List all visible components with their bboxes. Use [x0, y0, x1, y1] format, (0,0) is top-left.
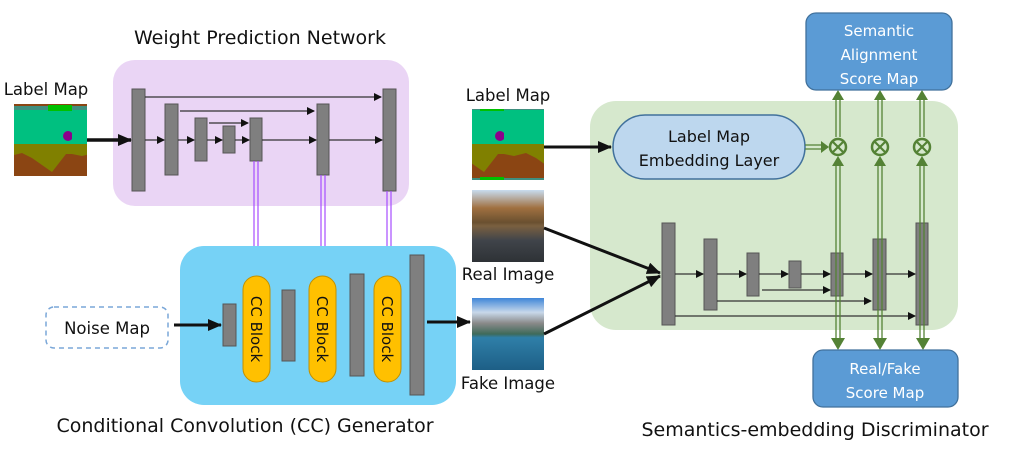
- real-image-to-discriminator-arrow: [543, 226, 661, 275]
- wpn-layer-3: [194, 117, 208, 162]
- semantic-alignment-score-map-box: [805, 12, 953, 91]
- label-map-embedding-layer: [612, 114, 806, 180]
- discriminator-connections: [675, 270, 916, 320]
- embedding-layer-line2: Embedding Layer: [639, 151, 780, 170]
- gen-layer-3: [349, 273, 365, 377]
- semantic-score-line1: Semantic: [844, 22, 914, 40]
- weight-net-connections: [145, 93, 383, 144]
- semantic-score-line2: Alignment: [841, 46, 918, 64]
- disc-layer-7: [915, 222, 929, 326]
- gen-layer-2: [281, 289, 296, 362]
- cc-block-2-label: CC Block: [313, 296, 331, 363]
- cc-block-1: [242, 275, 271, 383]
- disc-layer-6: [872, 238, 887, 311]
- fake-image-thumbnail: [472, 298, 544, 370]
- realfake-score-line2: Score Map: [846, 384, 924, 402]
- discriminator-title: Semantics-embedding Discriminator: [641, 419, 988, 441]
- disc-layer-2: [703, 238, 718, 311]
- wpn-layer-5: [249, 117, 263, 162]
- wpn-layer-1: [131, 88, 146, 192]
- realfake-score-line1: Real/Fake: [849, 360, 920, 378]
- disc-layer-1: [661, 222, 676, 326]
- cc-block-1-label: CC Block: [247, 296, 265, 363]
- disc-layer-5: [830, 252, 844, 297]
- real-image-label: Real Image: [462, 265, 555, 284]
- discriminator-layers: [661, 222, 929, 326]
- semantic-alignment-connections: [805, 90, 932, 350]
- disc-layer-4: [788, 260, 802, 289]
- real-image-thumbnail: [472, 190, 544, 262]
- cc-block-3-label: CC Block: [378, 296, 396, 363]
- fake-image-label: Fake Image: [461, 374, 555, 393]
- label-map-right-label: Label Map: [466, 86, 551, 105]
- label-map-right-image: [472, 109, 544, 180]
- weight-prediction-network-title: Weight Prediction Network: [134, 27, 386, 49]
- label-map-left-label: Label Map: [4, 80, 89, 99]
- cc-block-3: [373, 275, 402, 383]
- gen-layer-1: [222, 303, 237, 347]
- embedding-layer-line1: Label Map: [668, 127, 750, 146]
- real-fake-score-map-box: [812, 349, 959, 408]
- noise-map-label: Noise Map: [64, 319, 150, 338]
- cc-block-2: [308, 275, 337, 383]
- weight-net-layers: [131, 88, 397, 192]
- generator-title: Conditional Convolution (CC) Generator: [56, 415, 433, 437]
- wpn-layer-6: [316, 103, 330, 176]
- wpn-layer-2: [164, 103, 179, 176]
- disc-layer-3: [746, 252, 760, 297]
- gen-layer-4: [409, 254, 425, 396]
- wpn-layer-4: [222, 125, 236, 154]
- semantic-score-line3: Score Map: [840, 70, 918, 88]
- wpn-layer-7: [382, 88, 397, 192]
- fake-image-to-discriminator-arrow: [543, 274, 661, 336]
- label-map-left-image: [14, 104, 87, 176]
- noise-map-box: [45, 306, 169, 349]
